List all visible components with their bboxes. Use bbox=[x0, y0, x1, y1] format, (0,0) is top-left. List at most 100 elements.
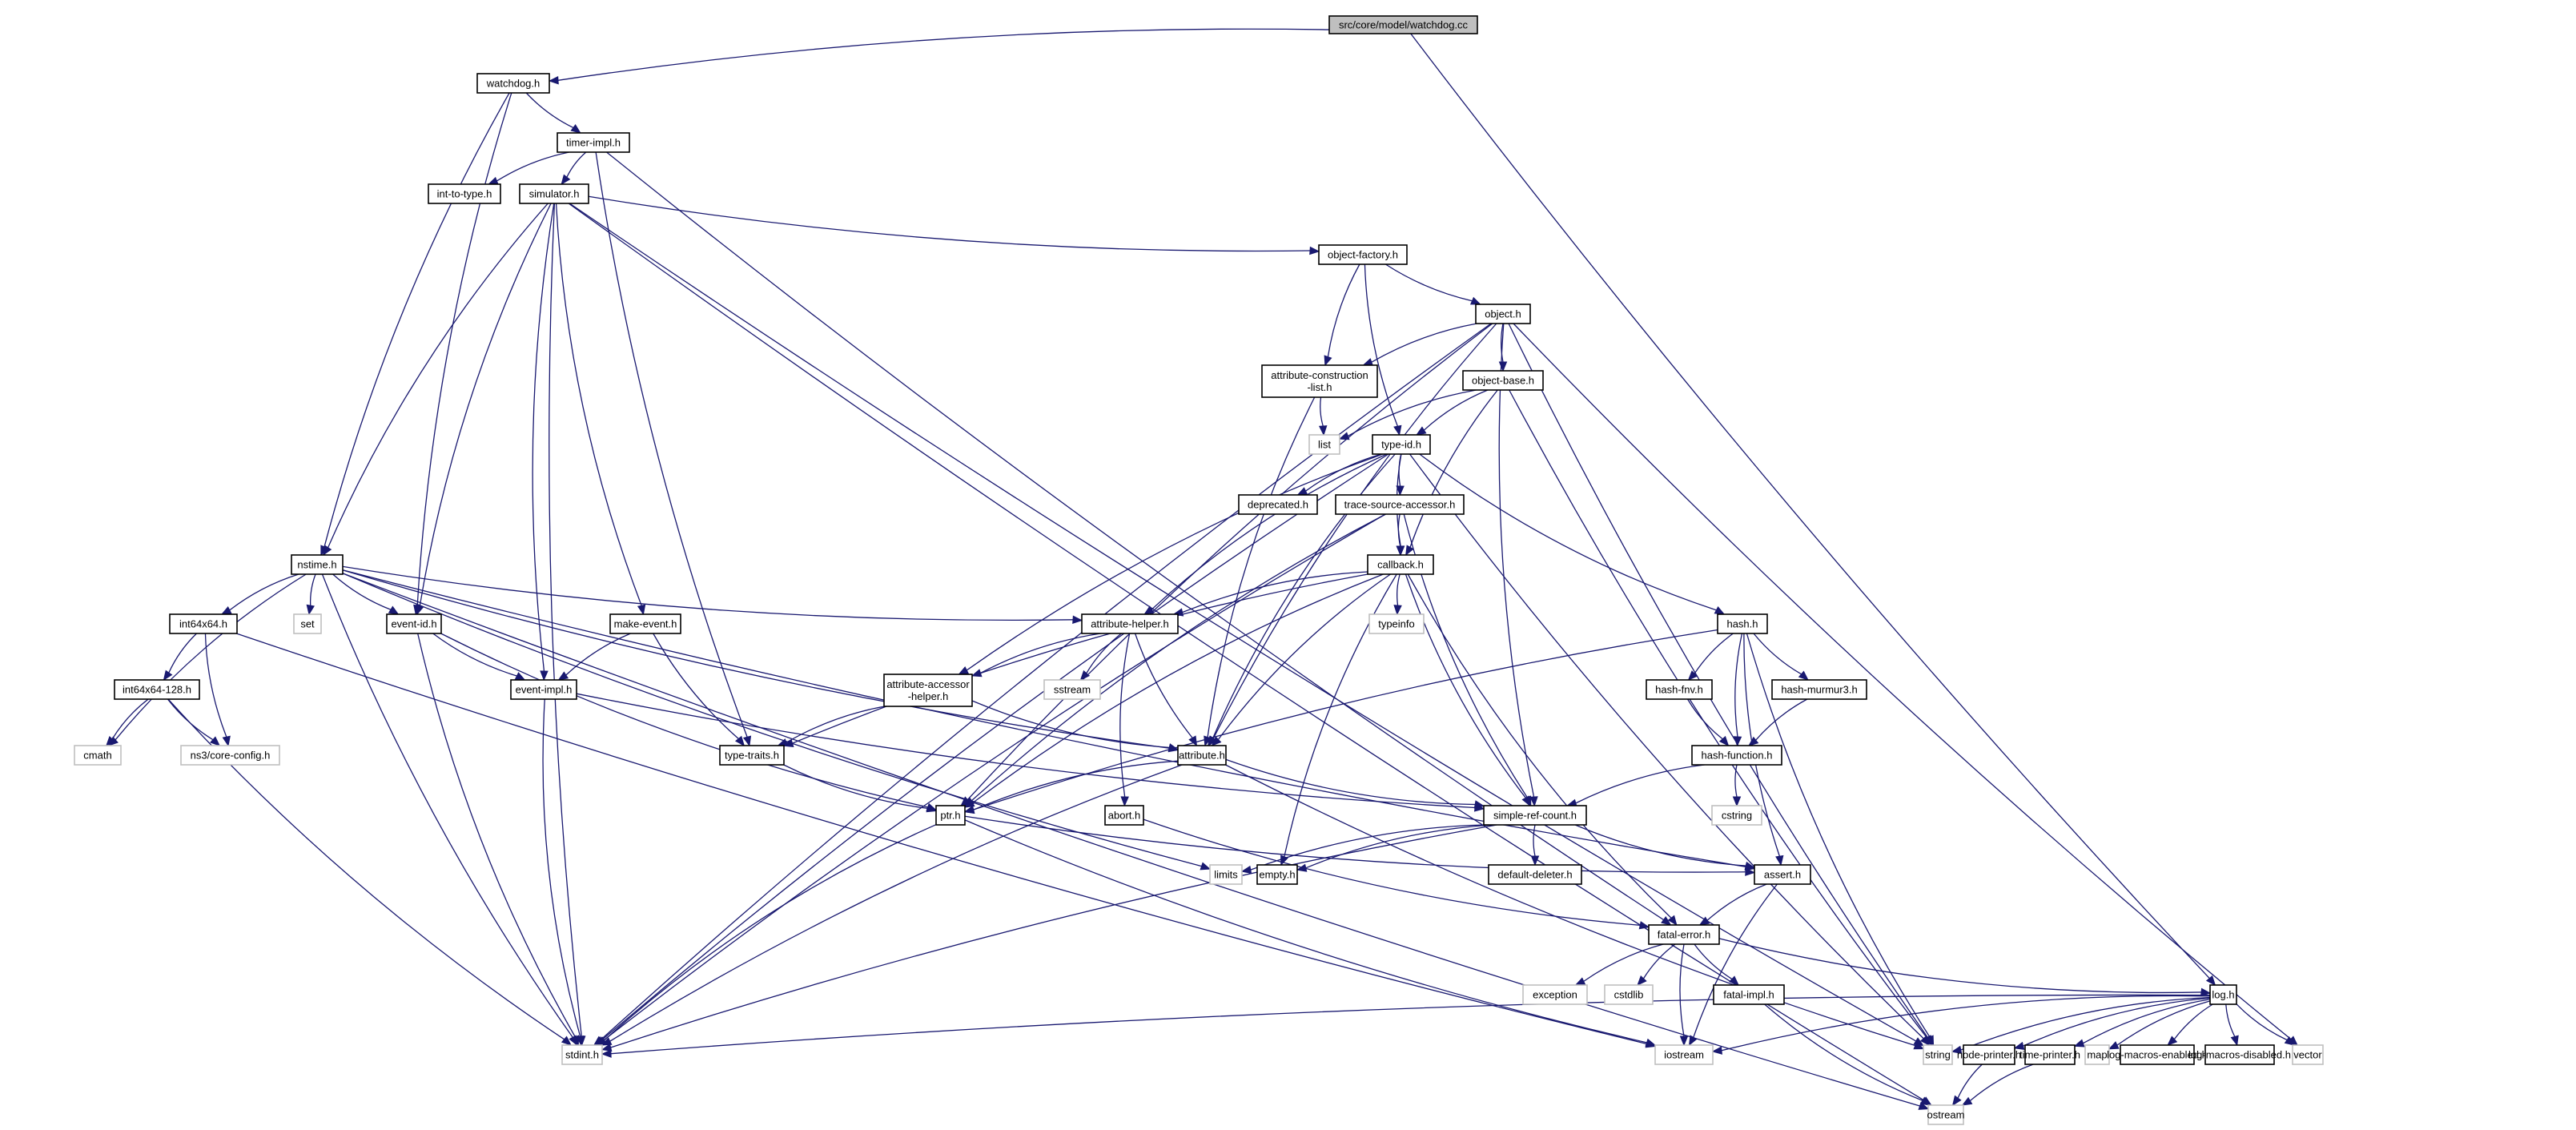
node-hash-function-h[interactable]: hash-function.h bbox=[1691, 745, 1782, 766]
node-int-to-type-h[interactable]: int-to-type.h bbox=[428, 183, 501, 204]
edge-watchdog-cc-to-watchdog-h bbox=[548, 28, 1330, 85]
node-box bbox=[1368, 613, 1425, 634]
node-default-deleter-h[interactable]: default-deleter.h bbox=[1488, 864, 1582, 885]
arrowhead-icon bbox=[734, 735, 745, 747]
node-box bbox=[2120, 1044, 2195, 1065]
node-callback-h[interactable]: callback.h bbox=[1367, 554, 1434, 575]
node-fatal-impl-h[interactable]: fatal-impl.h bbox=[1713, 984, 1785, 1005]
edge-attribute-helper-h-to-abort-h bbox=[1119, 633, 1131, 807]
node-log-h[interactable]: log.h bbox=[2209, 984, 2237, 1005]
arrowhead-icon bbox=[1918, 1101, 1930, 1110]
edge-line bbox=[1405, 573, 1526, 798]
edge-line bbox=[1284, 573, 1397, 857]
node-watchdog-h[interactable]: watchdog.h bbox=[476, 73, 550, 94]
node-assert-h[interactable]: assert.h bbox=[1754, 864, 1811, 885]
node-simple-ref-count-h[interactable]: simple-ref-count.h bbox=[1483, 805, 1587, 826]
node-fatal-error-h[interactable]: fatal-error.h bbox=[1648, 924, 1720, 945]
node-event-id-h[interactable]: event-id.h bbox=[386, 613, 442, 634]
node-hash-fnv-h[interactable]: hash-fnv.h bbox=[1646, 679, 1713, 700]
edge-line bbox=[1207, 396, 1316, 738]
node-box bbox=[1209, 864, 1243, 885]
edge-watchdog-h-to-timer-impl-h bbox=[525, 92, 581, 134]
edge-attribute-construction-list-h-to-attribute-h bbox=[1204, 396, 1316, 747]
arrowhead-icon bbox=[1926, 1035, 1935, 1047]
edge-nstime-h-to-event-id-h bbox=[332, 573, 400, 615]
node-empty-h[interactable]: empty.h bbox=[1256, 864, 1298, 885]
node-label: default-deleter.h bbox=[1497, 869, 1572, 881]
node-ptr-h[interactable]: ptr.h bbox=[935, 805, 966, 826]
node-type-id-h[interactable]: type-id.h bbox=[1372, 434, 1431, 455]
edge-line bbox=[1764, 1003, 1923, 1101]
node-hash-murmur3-h[interactable]: hash-murmur3.h bbox=[1771, 679, 1867, 700]
node-object-h[interactable]: object.h bbox=[1475, 304, 1531, 324]
node-log-macros-enabled-h[interactable]: log-macros-enabled.h bbox=[2107, 1044, 2208, 1065]
node-label: typeinfo bbox=[1378, 618, 1415, 630]
node-set: set bbox=[293, 613, 322, 634]
edge-line bbox=[653, 633, 739, 739]
node-abort-h[interactable]: abort.h bbox=[1104, 805, 1144, 826]
node-core-config-h: ns3/core-config.h bbox=[180, 745, 280, 766]
edge-simple-ref-count-h-to-stdint-h bbox=[601, 824, 1497, 1052]
edge-event-impl-h-to-stdint-h bbox=[542, 698, 585, 1047]
arrowhead-icon bbox=[601, 1049, 612, 1058]
node-simulator-h[interactable]: simulator.h bbox=[519, 183, 589, 204]
node-attribute-helper-h[interactable]: attribute-helper.h bbox=[1081, 613, 1179, 634]
edge-simulator-h-to-nstime-h bbox=[322, 203, 549, 557]
node-box bbox=[1717, 613, 1768, 634]
edge-line bbox=[1574, 824, 1746, 867]
edge-fatal-impl-h-to-ostream bbox=[1764, 1003, 1931, 1106]
node-vector: vector bbox=[2292, 1044, 2324, 1065]
edge-line bbox=[1225, 758, 1476, 806]
edge-object-h-to-attribute-construction-list-h bbox=[1362, 323, 1477, 366]
arrowhead-icon bbox=[1530, 855, 1540, 867]
arrowhead-icon bbox=[1396, 545, 1405, 557]
node-time-printer-h[interactable]: time-printer.h bbox=[2019, 1044, 2080, 1065]
node-trace-source-accessor-h[interactable]: trace-source-accessor.h bbox=[1335, 494, 1465, 515]
arrowhead-icon bbox=[1718, 735, 1730, 746]
edge-attribute-helper-h-to-sstream bbox=[1079, 633, 1122, 681]
node-label: iostream bbox=[1664, 1049, 1704, 1061]
edge-line bbox=[440, 633, 928, 808]
edge-line bbox=[1746, 633, 1931, 1038]
arrowhead-icon bbox=[1798, 670, 1809, 681]
node-int64x64-h[interactable]: int64x64.h bbox=[169, 613, 238, 634]
node-label: time-printer.h bbox=[2019, 1049, 2080, 1061]
node-attribute-construction-list-h[interactable]: attribute-construction-list.h bbox=[1261, 364, 1378, 398]
edge-object-base-h-to-string bbox=[1509, 389, 1932, 1047]
node-int64x64-128-h[interactable]: int64x64-128.h bbox=[114, 679, 200, 700]
edge-line bbox=[1575, 764, 1705, 804]
edge-line bbox=[1583, 943, 1664, 982]
node-type-traits-h[interactable]: type-traits.h bbox=[719, 745, 785, 766]
node-exception: exception bbox=[1522, 984, 1588, 1005]
edge-object-base-h-to-type-id-h bbox=[1415, 389, 1489, 436]
node-box bbox=[719, 745, 785, 766]
edge-line bbox=[555, 203, 642, 606]
node-label: assert.h bbox=[1764, 869, 1801, 881]
node-log-macros-disabled-h[interactable]: log-macros-disabled.h bbox=[2188, 1044, 2291, 1065]
edge-node-printer-h-to-ostream bbox=[1951, 1064, 1983, 1107]
node-box bbox=[1256, 864, 1298, 885]
node-label: attribute-construction bbox=[1271, 369, 1368, 381]
node-make-event-h[interactable]: make-event.h bbox=[609, 613, 681, 634]
arrowhead-icon bbox=[2205, 975, 2216, 987]
arrowhead-icon bbox=[963, 798, 975, 808]
node-object-base-h[interactable]: object-base.h bbox=[1462, 370, 1544, 391]
node-watchdog-cc[interactable]: src/core/model/watchdog.cc bbox=[1328, 15, 1478, 34]
node-object-factory-h[interactable]: object-factory.h bbox=[1318, 244, 1408, 265]
node-hash-h[interactable]: hash.h bbox=[1717, 613, 1768, 634]
arrowhead-icon bbox=[1732, 796, 1742, 807]
node-nstime-h[interactable]: nstime.h bbox=[291, 554, 344, 575]
node-timer-impl-h[interactable]: timer-impl.h bbox=[557, 132, 630, 153]
edge-object-factory-h-to-object-h bbox=[1385, 263, 1481, 305]
edge-line bbox=[964, 819, 1647, 1044]
edge-line bbox=[1533, 824, 1536, 857]
edge-line bbox=[342, 573, 1920, 1107]
node-deprecated-h[interactable]: deprecated.h bbox=[1238, 494, 1318, 515]
node-event-impl-h[interactable]: event-impl.h bbox=[510, 679, 577, 700]
node-attribute-h[interactable]: attribute.h bbox=[1177, 745, 1227, 766]
edge-line bbox=[1679, 943, 1685, 1037]
node-label: cstring bbox=[1722, 810, 1752, 822]
edge-watchdog-h-to-nstime-h bbox=[320, 92, 510, 557]
node-attribute-accessor-helper-h[interactable]: attribute-accessor-helper.h bbox=[883, 674, 973, 707]
node-node-printer-h[interactable]: node-printer.h bbox=[1957, 1044, 2021, 1065]
